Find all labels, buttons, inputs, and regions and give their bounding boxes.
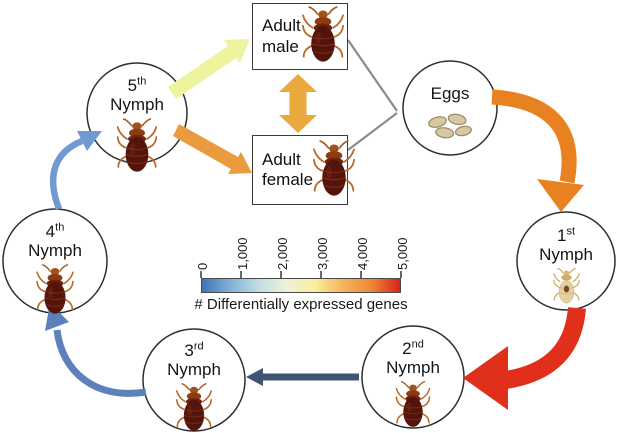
node-nymph4: 4th Nymph: [5, 222, 105, 319]
nymph1-label: Nymph: [539, 245, 593, 265]
nymph3-label: Nymph: [167, 360, 221, 380]
colorbar-tick-5000: 5,000: [395, 237, 410, 270]
node-eggs: Eggs: [400, 84, 500, 146]
arrow-nymph5-to-adult-male: [168, 39, 250, 99]
colorbar-ticks: [200, 271, 402, 278]
nymph5-ordinal: 5th: [127, 75, 147, 95]
nymph2-bedbug-icon: [394, 380, 432, 432]
nymph2-label: Nymph: [386, 358, 440, 378]
nymph1-ordinal: 1st: [556, 225, 576, 245]
nymph4-label: Nymph: [28, 241, 82, 261]
adult-female-box: Adult female: [252, 135, 348, 205]
arrow-nymph1-to-nymph2: [463, 306, 586, 410]
colorbar-label: # Differentially expressed genes: [194, 296, 408, 313]
nymph2-circle: [361, 325, 465, 429]
colorbar-tick-1000: 1,000: [235, 237, 250, 270]
adult-female-bedbug-icon: [313, 139, 358, 202]
node-nymph2: 2nd Nymph: [363, 339, 463, 432]
eggs-circle: [402, 60, 498, 156]
nymph1-bedbug-icon: [553, 267, 580, 308]
node-nymph5: 5th Nymph: [87, 76, 187, 177]
colorbar-tick-2000: 2,000: [275, 237, 290, 270]
nymph3-ordinal: 3rd: [184, 340, 204, 360]
adult-male-box: Adult male: [252, 3, 348, 70]
adult-male-bedbug-icon: [302, 5, 347, 68]
arrow-eggs-to-nymph1: [491, 89, 584, 212]
colorbar-gradient: [201, 278, 401, 293]
adult-female-label: Adult female: [262, 149, 314, 189]
nymph4-bedbug-icon: [35, 263, 75, 319]
nymph2-ordinal: 2nd: [402, 338, 424, 358]
node-nymph3: 3rd Nymph: [144, 341, 244, 433]
arrow-nymph4-to-nymph5: [49, 131, 102, 211]
nymph4-ordinal: 4th: [45, 221, 65, 241]
arrow-nymph5-to-adult-female: [173, 124, 252, 174]
nymph1-circle: [516, 211, 616, 311]
nymph5-label: Nymph: [110, 95, 164, 115]
eggs-label: Eggs: [430, 84, 470, 103]
adult-male-label: Adult male: [262, 16, 301, 56]
colorbar-tick-3000: 3,000: [315, 237, 330, 270]
nymph3-circle: [142, 328, 246, 432]
arrow-nymph2-to-nymph3: [246, 368, 359, 386]
eggs-icon: [425, 111, 475, 146]
colorbar-tick-0: 0: [195, 262, 210, 270]
colorbar-tick-4000: 4,000: [355, 237, 370, 270]
node-nymph1: 1st Nymph: [516, 226, 616, 308]
nymph3-bedbug-icon: [174, 382, 214, 433]
nymph5-bedbug-icon: [117, 117, 157, 177]
arrow-adult-male-female: [279, 74, 317, 133]
adults-to-eggs-connectors: [347, 39, 398, 151]
